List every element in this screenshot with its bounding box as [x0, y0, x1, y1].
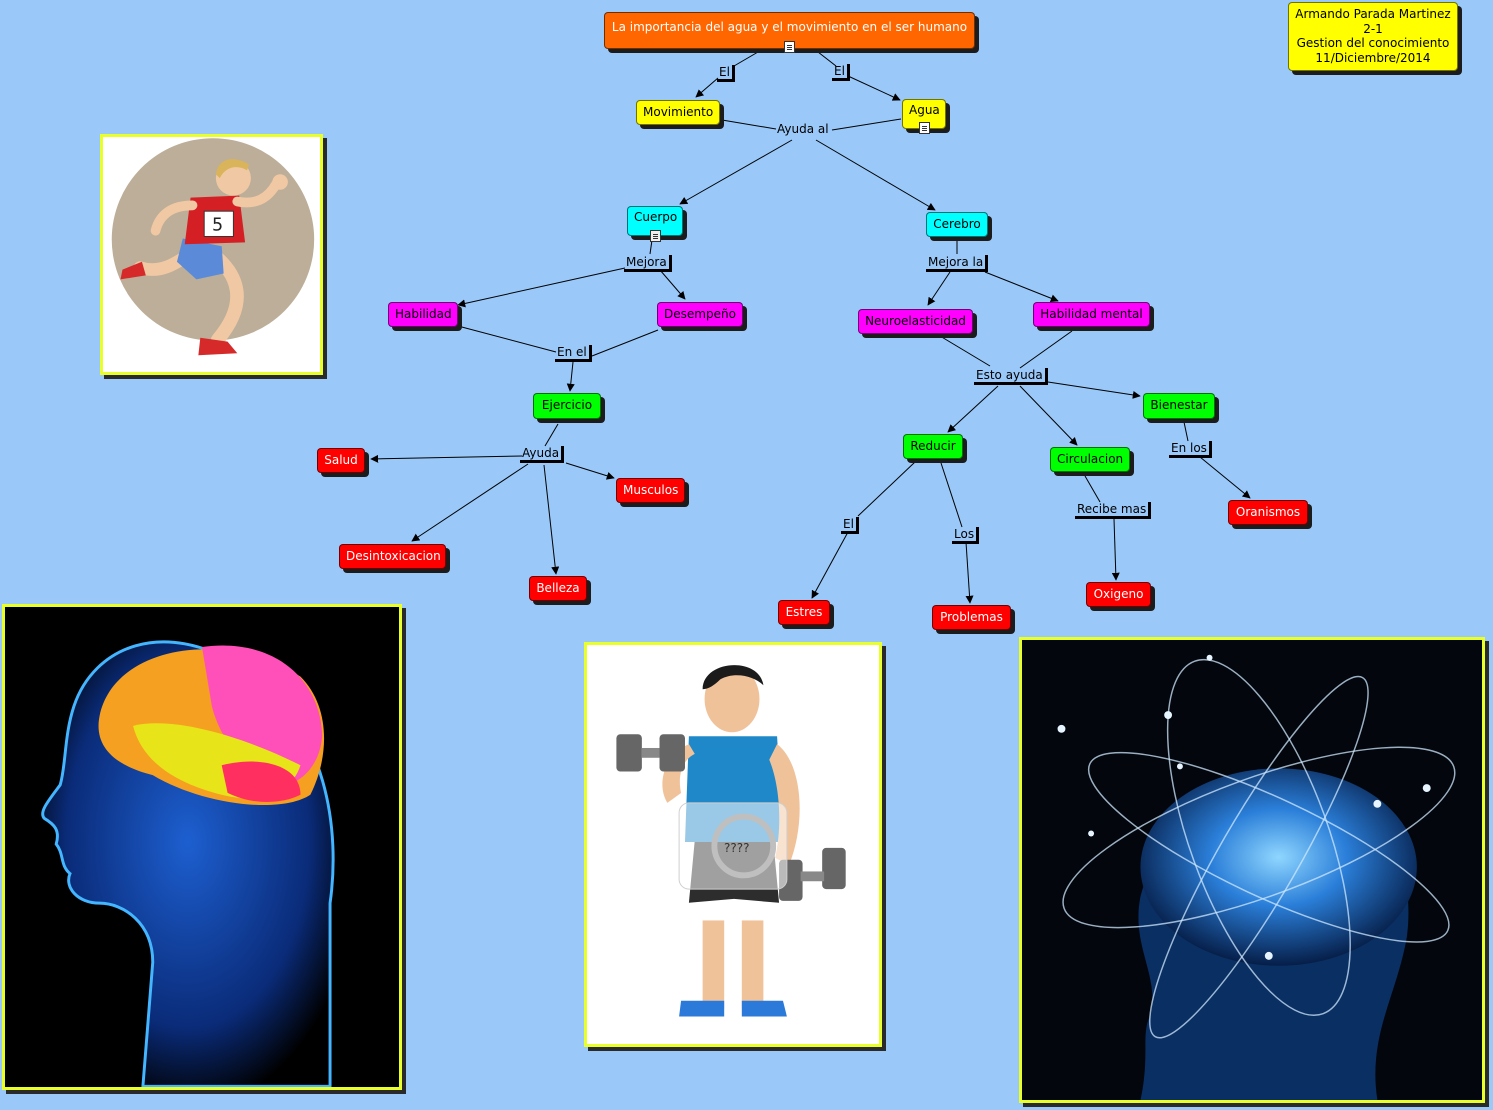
connector	[985, 272, 1058, 301]
watermark-label: ????	[724, 841, 749, 855]
fitness-man-image: ????	[584, 642, 882, 1047]
connector	[570, 362, 573, 391]
course-name: Gestion del conocimiento	[1293, 36, 1453, 51]
connector	[941, 463, 962, 527]
connector	[458, 268, 625, 305]
connector	[1020, 331, 1072, 368]
brain-network-image	[1019, 637, 1485, 1103]
node-oranismos[interactable]: Oranismos	[1228, 500, 1308, 525]
link-esto-ayuda[interactable]: Esto ayuda	[974, 368, 1048, 385]
connector	[848, 76, 900, 100]
connector	[928, 272, 950, 305]
connector	[1085, 476, 1100, 502]
node-desempeno[interactable]: Desempeño	[657, 302, 743, 327]
connector	[858, 462, 915, 516]
node-habilidad[interactable]: Habilidad	[388, 302, 458, 327]
svg-text:5: 5	[212, 216, 223, 236]
document-icon[interactable]	[784, 41, 795, 53]
node-desintoxicacion[interactable]: Desintoxicacion	[339, 544, 446, 569]
connector	[660, 270, 685, 299]
node-problemas[interactable]: Problemas	[932, 605, 1011, 630]
connector	[734, 52, 758, 66]
node-circulacion[interactable]: Circulacion	[1050, 447, 1130, 472]
link-mejora-la[interactable]: Mejora la	[926, 255, 988, 272]
connector	[948, 386, 998, 432]
connector	[544, 465, 556, 574]
group-code: 2-1	[1293, 22, 1453, 37]
link-los[interactable]: Los	[952, 527, 979, 544]
connector	[566, 463, 614, 478]
node-movimiento[interactable]: Movimiento	[636, 100, 720, 125]
connector	[1020, 386, 1077, 445]
runner-illustration: 5	[103, 137, 320, 372]
connector	[1114, 519, 1116, 580]
connector	[371, 456, 522, 459]
node-belleza[interactable]: Belleza	[529, 576, 587, 601]
node-reducir[interactable]: Reducir	[903, 434, 963, 459]
connector	[816, 140, 935, 210]
brain-network-illustration	[1022, 640, 1482, 1100]
connector	[680, 140, 792, 204]
connector	[1200, 457, 1250, 498]
connector	[1048, 382, 1140, 396]
date: 11/Diciembre/2014	[1293, 51, 1453, 66]
glowing-head-illustration	[5, 607, 399, 1087]
node-habilidad-mental[interactable]: Habilidad mental	[1033, 302, 1150, 327]
link-en-los[interactable]: En los	[1169, 441, 1212, 458]
document-icon[interactable]	[919, 122, 930, 134]
video-icon[interactable]	[650, 230, 661, 242]
node-cerebro[interactable]: Cerebro	[926, 212, 988, 237]
connector	[545, 424, 558, 446]
node-bienestar[interactable]: Bienestar	[1143, 393, 1215, 419]
runner-image: 5	[100, 134, 323, 375]
connector	[592, 330, 658, 356]
connector	[458, 326, 556, 352]
link-el-estres[interactable]: El	[841, 517, 859, 534]
connector	[832, 119, 901, 130]
connector	[650, 240, 652, 254]
brain-profile-image	[2, 604, 402, 1090]
connector	[722, 120, 776, 129]
connector	[966, 542, 970, 603]
author-name: Armando Parada Martinez	[1293, 7, 1453, 22]
link-ayuda[interactable]: Ayuda	[520, 446, 564, 463]
node-ejercicio[interactable]: Ejercicio	[533, 393, 601, 419]
connector	[940, 336, 990, 366]
link-mejora[interactable]: Mejora	[624, 255, 672, 272]
node-estres[interactable]: Estres	[778, 600, 830, 625]
link-el-agua[interactable]: El	[832, 64, 850, 81]
author-info-box[interactable]: Armando Parada Martinez 2-1 Gestion del …	[1288, 2, 1458, 71]
link-recibe-mas[interactable]: Recibe mas	[1075, 502, 1151, 519]
link-en-el[interactable]: En el	[555, 345, 592, 362]
connector	[412, 464, 528, 541]
node-musculos[interactable]: Musculos	[616, 478, 685, 503]
connector	[812, 532, 848, 598]
link-ayuda-al[interactable]: Ayuda al	[775, 122, 831, 136]
node-oxigeno[interactable]: Oxigeno	[1086, 582, 1151, 607]
connector	[696, 78, 718, 97]
connector	[1184, 422, 1188, 441]
node-salud[interactable]: Salud	[317, 448, 365, 473]
node-neuroelasticidad[interactable]: Neuroelasticidad	[858, 309, 973, 334]
link-el-movimiento[interactable]: El	[717, 65, 735, 82]
